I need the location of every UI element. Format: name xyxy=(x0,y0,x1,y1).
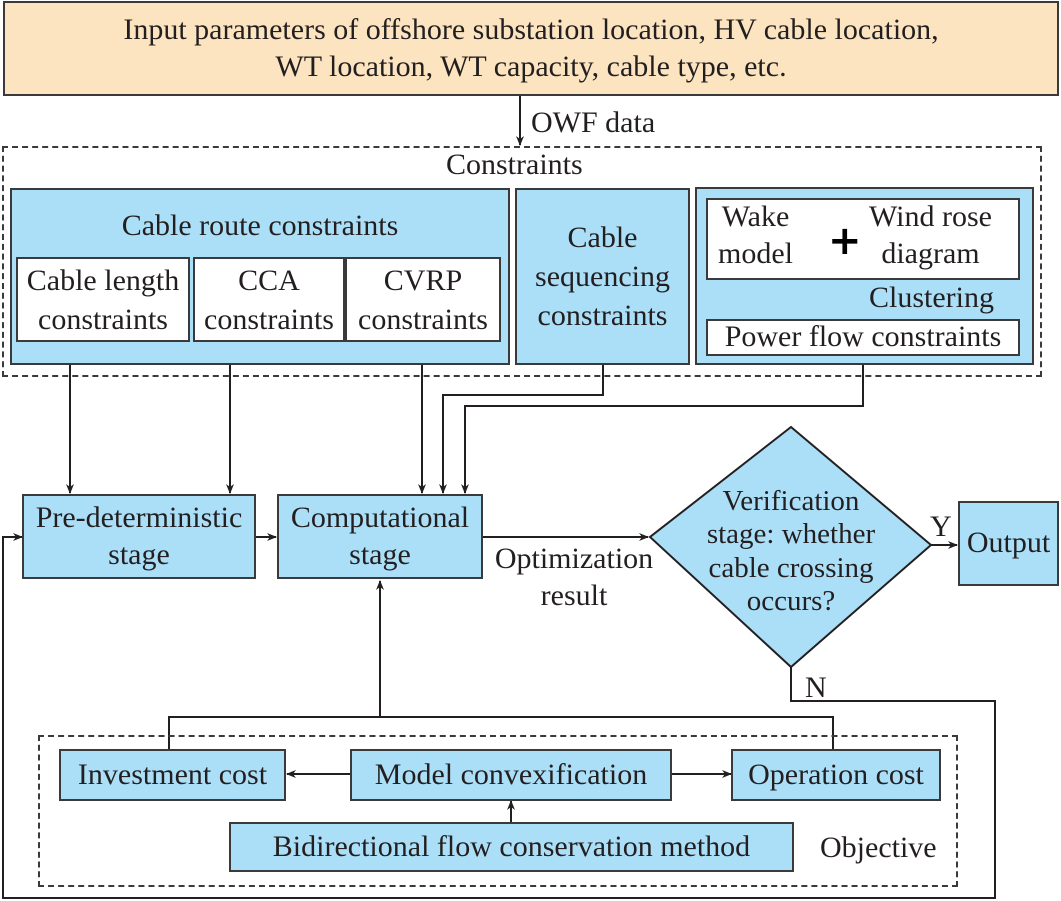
optimization-result-label: Optimization result xyxy=(494,542,654,612)
cable-sequencing-constraints-box: Cable sequencing constraints xyxy=(515,188,690,365)
verification-diamond xyxy=(648,425,933,669)
objective-group xyxy=(38,735,958,887)
power-flow-constraints-text: Power flow constraints xyxy=(724,320,1002,354)
cable-length-constraints-text: Cable length constraints xyxy=(26,263,180,336)
pre-deterministic-stage-box: Pre-deterministic stage xyxy=(22,494,256,579)
bidirectional-flow-text: Bidirectional flow conservation method xyxy=(272,829,751,863)
power-flow-constraints-box: Power flow constraints xyxy=(706,319,1020,356)
cca-constraints-box: CCA constraints xyxy=(193,257,345,342)
arrow-no-loop-back xyxy=(2,533,996,899)
output-box: Output xyxy=(958,501,1059,586)
output-text: Output xyxy=(966,526,1051,560)
arrow-objective-to-computational xyxy=(168,716,834,751)
operation-cost-text: Operation cost xyxy=(748,757,924,791)
computational-stage-box: Computational stage xyxy=(277,494,483,579)
cable-sequencing-constraints-text: Cable sequencing constraints xyxy=(535,221,670,332)
computational-stage-text: Computational stage xyxy=(290,500,470,571)
owf-data-label: OWF data xyxy=(531,106,656,139)
constraints-title: Constraints xyxy=(446,148,583,181)
wind-rose-diagram-text: Wind rose diagram xyxy=(869,200,992,270)
model-convexification-box: Model convexification xyxy=(350,749,672,801)
model-convexification-text: Model convexification xyxy=(374,757,648,791)
input-parameters-box: Input parameters of offshore substation … xyxy=(3,1,1059,96)
wake-model-text: Wake model xyxy=(718,200,793,270)
objective-title: Objective xyxy=(820,831,937,864)
operation-cost-box: Operation cost xyxy=(731,749,941,801)
investment-cost-text: Investment cost xyxy=(77,757,268,791)
input-parameters-text: Input parameters of offshore substation … xyxy=(123,12,939,83)
plus-icon: + xyxy=(828,218,862,264)
wake-windrose-box xyxy=(706,198,1020,280)
constraints-group xyxy=(2,146,1042,377)
cca-constraints-text: CCA constraints xyxy=(204,263,334,336)
arrow-sequencing-to-computational xyxy=(439,364,604,494)
clustering-label: Clustering xyxy=(869,281,994,314)
cvrp-constraints-box: CVRP constraints xyxy=(345,257,501,342)
pre-deterministic-stage-text: Pre-deterministic stage xyxy=(35,500,243,571)
bidirectional-flow-box: Bidirectional flow conservation method xyxy=(229,822,794,872)
no-label: N xyxy=(805,671,827,704)
cable-length-constraints-box: Cable length constraints xyxy=(16,257,190,342)
cvrp-constraints-text: CVRP constraints xyxy=(358,263,488,336)
yes-label: Y xyxy=(930,510,952,543)
arrow-powerflow-to-computational xyxy=(461,364,864,494)
cable-route-constraints-title: Cable route constraints xyxy=(121,209,399,242)
investment-cost-box: Investment cost xyxy=(59,749,286,801)
verification-stage-text: Verification stage: whether cable crossi… xyxy=(706,485,876,618)
